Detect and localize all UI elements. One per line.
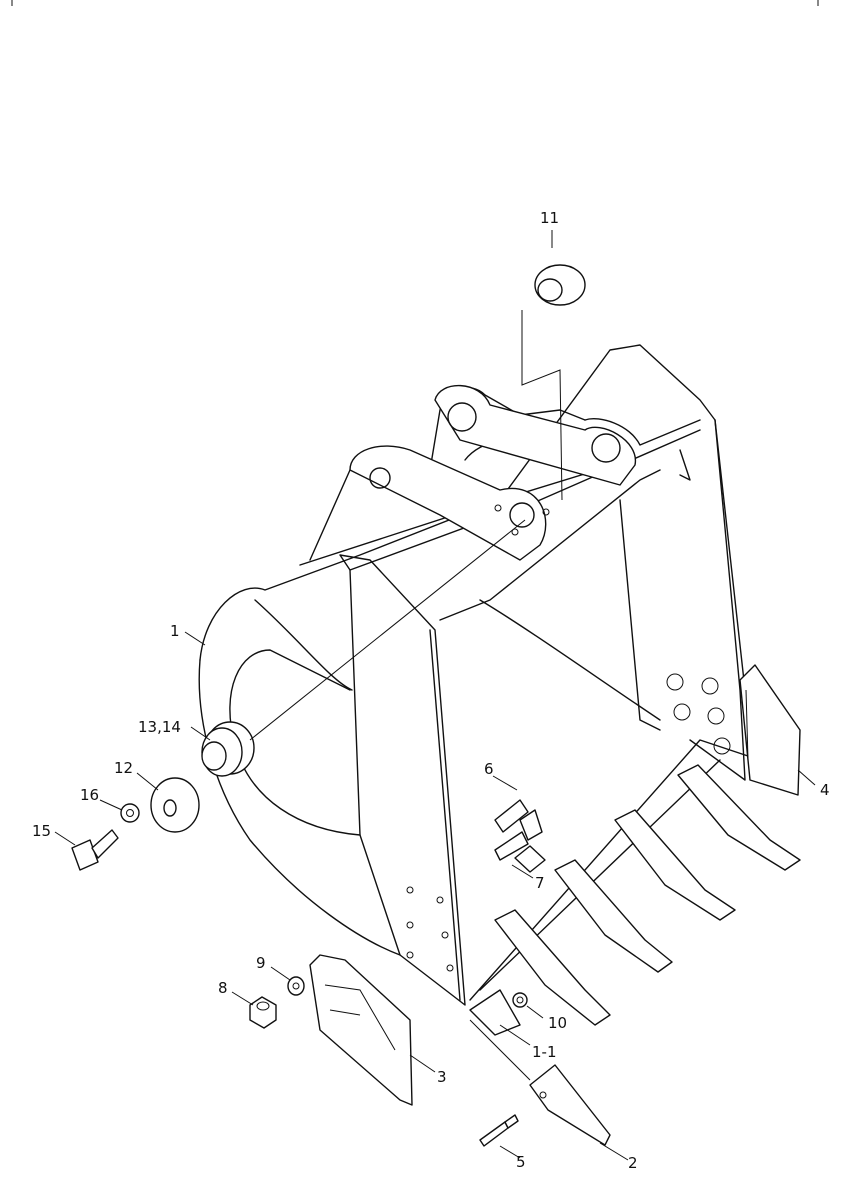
part-5-pin xyxy=(479,1114,519,1147)
label-part-3: 3 xyxy=(437,1068,447,1086)
label-part-4: 4 xyxy=(820,781,830,799)
part-2-tooth xyxy=(529,1064,611,1146)
part-7-bolt xyxy=(494,809,543,861)
bucket-body xyxy=(198,344,761,1006)
label-part-12: 12 xyxy=(114,759,133,777)
label-part-1: 1 xyxy=(170,622,180,640)
bucket-teeth xyxy=(469,764,801,1036)
label-part-13-14: 13,14 xyxy=(138,718,181,736)
label-part-8: 8 xyxy=(218,979,228,997)
part-8-nut xyxy=(249,996,277,1029)
label-part-7: 7 xyxy=(535,874,545,892)
part-12-plate xyxy=(150,777,200,833)
label-part-16: 16 xyxy=(80,786,99,804)
part-15-bolt xyxy=(71,829,119,871)
label-part-1-1: 1-1 xyxy=(532,1043,557,1061)
label-part-2: 2 xyxy=(628,1154,638,1172)
part-16-washer xyxy=(120,803,140,823)
part-4-side-cutter xyxy=(739,664,801,796)
label-part-6: 6 xyxy=(484,760,494,778)
label-part-15: 15 xyxy=(32,822,51,840)
part-10-nut xyxy=(512,992,528,1008)
part-11-bushing xyxy=(521,230,586,501)
label-part-10: 10 xyxy=(548,1014,567,1032)
leader-lines xyxy=(54,631,816,1161)
part-6-bolt xyxy=(494,799,546,873)
label-part-9: 9 xyxy=(256,954,266,972)
part-13-14-shims xyxy=(201,519,526,777)
label-part-5: 5 xyxy=(516,1153,526,1171)
part-3-side-cutter xyxy=(309,954,413,1106)
label-part-11: 11 xyxy=(540,209,559,227)
part-9-washer xyxy=(287,976,305,996)
